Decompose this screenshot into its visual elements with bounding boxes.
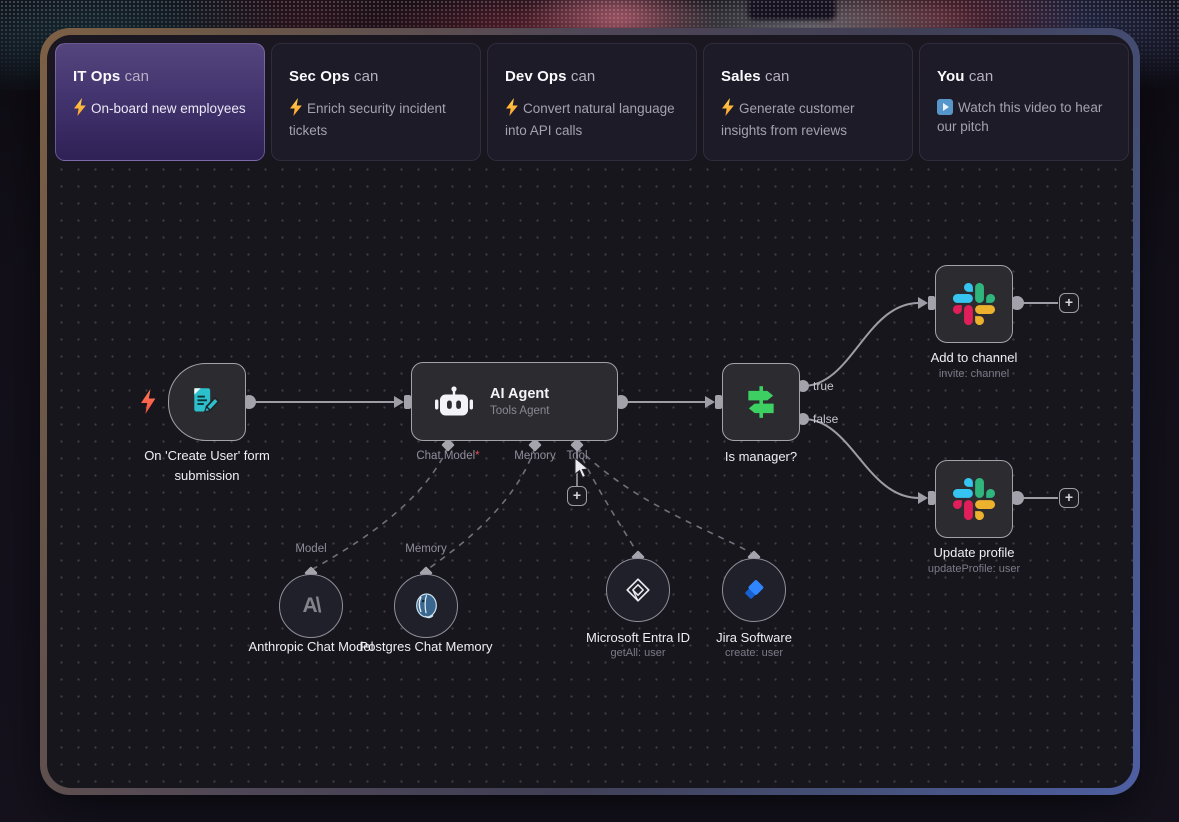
slack-icon xyxy=(953,478,995,520)
usecase-card-you[interactable]: You can Watch this video to hear our pit… xyxy=(919,43,1129,161)
node-label-postgres: Postgres Chat Memory xyxy=(359,639,493,654)
connection-label-memory: Memory xyxy=(405,543,447,555)
usecase-card-it-ops[interactable]: IT Ops can On-board new employees xyxy=(55,43,265,161)
card-description: Convert natural language into API calls xyxy=(505,98,679,140)
input-port-slack-add[interactable] xyxy=(928,296,935,310)
connection-label-model: Model xyxy=(295,543,327,555)
node-label-slack-add: Add to channel xyxy=(930,350,1018,365)
zap-icon xyxy=(73,98,87,121)
play-video-icon xyxy=(937,99,953,115)
input-port-slack-update[interactable] xyxy=(928,491,935,505)
node-label-entra: Microsoft Entra ID xyxy=(585,630,691,645)
wire-tool-to-entra xyxy=(576,446,637,552)
node-anthropic-chat-model[interactable]: A\ xyxy=(279,574,343,638)
node-form-trigger[interactable] xyxy=(168,363,246,441)
jira-icon xyxy=(745,580,764,599)
node-subtitle-slack-update: updateProfile: user xyxy=(927,563,1021,575)
port-chat-model-diamond[interactable] xyxy=(441,438,455,452)
card-title: Sales can xyxy=(721,68,790,85)
slack-icon xyxy=(953,283,995,325)
node-is-manager[interactable] xyxy=(722,363,800,441)
robot-icon xyxy=(435,386,473,416)
output-port-false[interactable] xyxy=(797,413,809,425)
input-port-switch[interactable] xyxy=(715,395,722,409)
usecase-card-dev-ops[interactable]: Dev Ops can Convert natural language int… xyxy=(487,43,697,161)
port-tool-diamond[interactable] xyxy=(570,438,584,452)
trigger-bolt-icon xyxy=(139,388,157,420)
node-subtitle-slack-add: invite: channel xyxy=(938,368,1010,380)
node-slack-add-to-channel[interactable] xyxy=(935,265,1013,343)
port-memory-diamond[interactable] xyxy=(528,438,542,452)
form-icon xyxy=(194,388,220,413)
port-label-chat-model: Chat Model* xyxy=(416,450,480,462)
arrowhead xyxy=(918,297,928,309)
mouse-cursor xyxy=(572,456,590,484)
add-next-node-button[interactable]: + xyxy=(1059,293,1079,313)
required-marker: * xyxy=(475,450,480,462)
node-ai-agent[interactable]: AI Agent Tools Agent xyxy=(411,362,618,441)
card-title: Sec Ops can xyxy=(289,68,379,85)
arrowhead xyxy=(918,492,928,504)
agent-subtitle: Tools Agent xyxy=(490,405,550,417)
card-title: Dev Ops can xyxy=(505,68,596,85)
backdrop-device-silhouette xyxy=(748,0,836,20)
add-tool-button[interactable]: + xyxy=(567,486,587,506)
arrowhead xyxy=(394,396,404,408)
entra-id-icon xyxy=(626,578,650,602)
wire-chatmodel-to-anthropic xyxy=(312,446,449,570)
output-port-slack-update[interactable] xyxy=(1010,491,1024,505)
usecase-card-sales[interactable]: Sales can Generate customer insights fro… xyxy=(703,43,913,161)
arrowhead xyxy=(705,396,715,408)
node-label-jira: Jira Software xyxy=(716,630,792,645)
port-label-memory: Memory xyxy=(514,450,556,462)
node-microsoft-entra-id[interactable] xyxy=(606,558,670,622)
wire-memory-to-postgres xyxy=(427,446,536,570)
zap-icon xyxy=(289,98,303,121)
card-description: On-board new employees xyxy=(73,98,247,121)
node-label-slack-update: Update profile xyxy=(933,545,1015,560)
node-postgres-chat-memory[interactable] xyxy=(394,574,458,638)
card-description: Watch this video to hear our pitch xyxy=(937,99,1103,135)
signpost-icon xyxy=(748,386,774,418)
node-jira-software[interactable] xyxy=(722,558,786,622)
zap-icon xyxy=(505,98,519,121)
node-slack-update-profile[interactable] xyxy=(935,460,1013,538)
output-port-true[interactable] xyxy=(797,380,809,392)
card-title: You can xyxy=(937,68,994,85)
output-port-slack-add[interactable] xyxy=(1010,296,1024,310)
node-label-form: On 'Create User' form submission xyxy=(144,448,270,483)
agent-title: AI Agent xyxy=(490,386,550,402)
add-next-node-button[interactable]: + xyxy=(1059,488,1079,508)
node-subtitle-entra: getAll: user xyxy=(610,647,666,659)
card-title: IT Ops can xyxy=(73,68,150,85)
card-description: Generate customer insights from reviews xyxy=(721,98,895,140)
output-label-true: true xyxy=(813,379,834,393)
node-label-anthropic: Anthropic Chat Model xyxy=(248,639,374,654)
usecase-card-row: IT Ops can On-board new employees Sec Op… xyxy=(55,43,1129,161)
zap-icon xyxy=(721,98,735,121)
anthropic-logo-icon: A\ xyxy=(302,594,322,617)
postgres-icon xyxy=(415,592,437,618)
node-label-is-manager: Is manager? xyxy=(724,449,798,464)
port-label-tool: Tool xyxy=(566,450,588,462)
input-port-agent[interactable] xyxy=(404,395,411,409)
agent-titles: AI Agent Tools Agent xyxy=(490,386,549,417)
node-subtitle-jira: create: user xyxy=(724,647,784,659)
wire-false-to-slack-update xyxy=(802,418,920,499)
card-description: Enrich security incident tickets xyxy=(289,98,463,140)
output-label-false: false xyxy=(813,412,839,426)
wire-true-to-slack-add xyxy=(802,302,920,387)
usecase-card-sec-ops[interactable]: Sec Ops can Enrich security incident tic… xyxy=(271,43,481,161)
